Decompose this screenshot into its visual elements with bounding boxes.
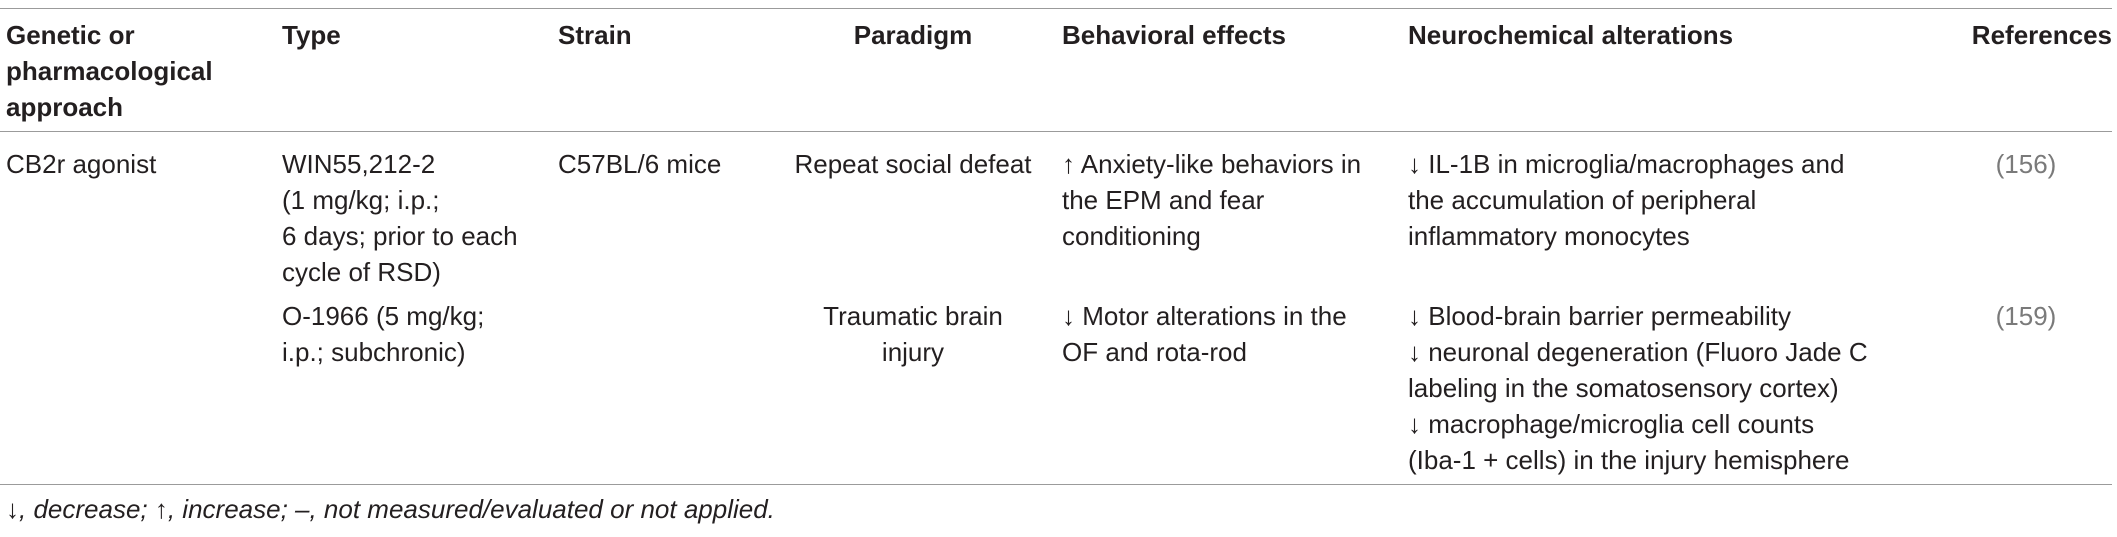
cell-type: WIN55,212-2 (1 mg/kg; i.p.; 6 days; prio… [276, 132, 552, 291]
cell-behavioral-line: ↑ Anxiety-like behaviors in [1062, 149, 1362, 179]
data-table: Genetic or pharmacological approach Type… [0, 8, 2112, 485]
cell-neurochemical-alterations: ↓ Blood-brain barrier permeability ↓ neu… [1402, 290, 1934, 485]
cell-strain: C57BL/6 mice [558, 149, 722, 179]
table-header: Genetic or pharmacological approach Type… [0, 8, 2112, 132]
cell-type-line: i.p.; subchronic) [282, 337, 466, 367]
header-approach-line: pharmacological [6, 56, 213, 86]
cell-neurochemical-line: ↓ macrophage/microglia cell counts [1408, 409, 1815, 439]
cell-behavioral-line: the EPM and fear [1062, 185, 1265, 215]
cell-neurochemical-line: ↓ IL-1B in microglia/macrophages and [1408, 149, 1845, 179]
cell-neurochemical-line: ↓ Blood-brain barrier permeability [1408, 301, 1791, 331]
header-approach-line: approach [6, 92, 124, 122]
cell-neurochemical-line: inflammatory monocytes [1408, 221, 1690, 251]
reference-link[interactable]: (159) [1995, 301, 2057, 331]
cell-approach [0, 290, 276, 485]
cell-neurochemical-line: (Iba-1 + cells) in the injury hemisphere [1408, 445, 1850, 475]
cell-paradigm-line: Repeat social defeat [794, 149, 1032, 179]
data-table-container: Genetic or pharmacological approach Type… [0, 8, 2112, 485]
header-references: References [1971, 20, 2112, 50]
cell-behavioral-effects: ↑ Anxiety-like behaviors in the EPM and … [1056, 132, 1402, 291]
header-strain: Strain [558, 20, 632, 50]
cell-behavioral-line: conditioning [1062, 221, 1201, 251]
cell-strain [552, 290, 764, 485]
cell-neurochemical-line: labeling in the somatosensory cortex) [1408, 373, 1839, 403]
header-approach-line: Genetic or [6, 20, 135, 50]
table-body: CB2r agonist WIN55,212-2 (1 mg/kg; i.p.;… [0, 132, 2112, 485]
header-row: Genetic or pharmacological approach Type… [0, 8, 2112, 132]
cell-neurochemical-line: ↓ neuronal degeneration (Fluoro Jade C [1408, 337, 1868, 367]
cell-behavioral-effects: ↓ Motor alterations in the OF and rota-r… [1056, 290, 1402, 485]
cell-neurochemical-alterations: ↓ IL-1B in microglia/macrophages and the… [1402, 132, 1934, 291]
cell-paradigm: Traumatic brain injury [764, 290, 1056, 485]
cell-behavioral-line: OF and rota-rod [1062, 337, 1247, 367]
header-neurochemical-alterations: Neurochemical alterations [1408, 20, 1734, 50]
cell-behavioral-line: ↓ Motor alterations in the [1062, 301, 1347, 331]
cell-type-line: (1 mg/kg; i.p.; [282, 185, 440, 215]
table-row: O-1966 (5 mg/kg; i.p.; subchronic) Traum… [0, 290, 2112, 485]
cell-neurochemical-line: the accumulation of peripheral [1408, 185, 1757, 215]
header-behavioral-effects: Behavioral effects [1062, 20, 1286, 50]
header-type: Type [282, 20, 341, 50]
cell-type-line: cycle of RSD) [282, 257, 441, 287]
cell-paradigm-line: Traumatic brain [823, 301, 1003, 331]
header-paradigm: Paradigm [853, 20, 973, 50]
cell-paradigm-line: injury [881, 337, 945, 367]
cell-type: O-1966 (5 mg/kg; i.p.; subchronic) [276, 290, 552, 485]
cell-type-line: WIN55,212-2 [282, 149, 436, 179]
reference-link[interactable]: (156) [1995, 149, 2057, 179]
cell-paradigm: Repeat social defeat [764, 132, 1056, 291]
cell-type-line: 6 days; prior to each [282, 221, 518, 251]
table-footnote: ↓, decrease; ↑, increase; –, not measure… [6, 494, 775, 524]
cell-approach: CB2r agonist [6, 149, 157, 179]
table-row: CB2r agonist WIN55,212-2 (1 mg/kg; i.p.;… [0, 132, 2112, 291]
cell-type-line: O-1966 (5 mg/kg; [282, 301, 485, 331]
header-approach: Genetic or pharmacological approach [0, 9, 276, 132]
